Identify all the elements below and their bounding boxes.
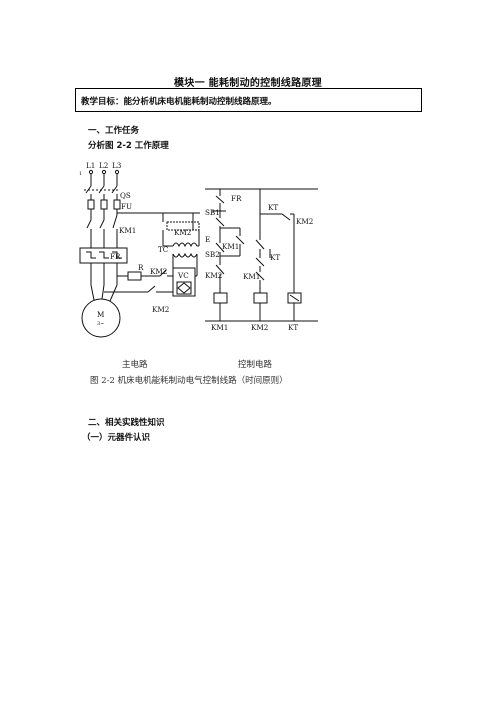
label-qs: QS: [120, 191, 131, 200]
label-km1-control: KM1: [222, 242, 239, 251]
label-sb2: SB2: [205, 250, 220, 259]
section-heading-work-task: 一、工作任务: [88, 126, 140, 136]
label-km2-transformer: KM2: [174, 228, 191, 237]
label-coil-km1: KM1: [211, 323, 228, 332]
label-l3: L3: [112, 161, 122, 170]
label-motor-phase: 3~: [97, 321, 104, 327]
figure-caption: 图 2-2 机床电机能耗制动电气控制线路（时间原则）: [90, 376, 288, 386]
label-fu: FU: [121, 202, 132, 211]
circuit-diagram: L1 L2 L3 1 QS FU KM1 KM2 TC VC FR R KM2 …: [79, 161, 318, 338]
label-motor: M: [97, 310, 104, 319]
label-km1-main: KM1: [119, 226, 136, 235]
section-heading-practical-knowledge: 二、相关实践性知识: [88, 418, 165, 428]
label-fr-control: FR: [231, 194, 242, 203]
caption-main-circuit: 主电路: [122, 360, 148, 370]
subtask-heading: 分析图 2-2 工作原理: [88, 141, 169, 151]
label-kt-mid: KT: [270, 253, 280, 262]
label-r: R: [138, 263, 144, 272]
label-vc: VC: [177, 271, 189, 280]
label-km2-control: KM2: [205, 271, 222, 280]
label-tc: TC: [158, 245, 169, 254]
label-km2-control-top: KM2: [296, 217, 313, 226]
label-km2-bottom: KM2: [152, 305, 169, 314]
label-l1: L1: [86, 161, 95, 170]
label-fr-main: FR: [110, 252, 121, 261]
label-e: E: [205, 235, 210, 244]
label-coil-kt: KT: [288, 323, 298, 332]
label-km1-interlock: KM1: [243, 272, 260, 281]
subsection-heading-components: （一）元器件认识: [82, 433, 151, 443]
teaching-goal-text: 教学目标：能分析机床电机能耗制动控制线路原理。: [81, 97, 277, 107]
module-title: 模块一 能耗制动的控制线路原理: [174, 78, 322, 89]
label-km2-brake: KM2: [150, 267, 167, 276]
caption-control-circuit: 控制电路: [238, 360, 273, 370]
label-coil-km2: KM2: [251, 323, 268, 332]
label-l2: L2: [99, 161, 108, 170]
label-small-mark: 1: [79, 171, 82, 177]
teaching-goal-box: 教学目标：能分析机床电机能耗制动控制线路原理。: [75, 88, 422, 112]
label-kt-top: KT: [268, 203, 278, 212]
label-sb1: SB1: [205, 208, 220, 217]
